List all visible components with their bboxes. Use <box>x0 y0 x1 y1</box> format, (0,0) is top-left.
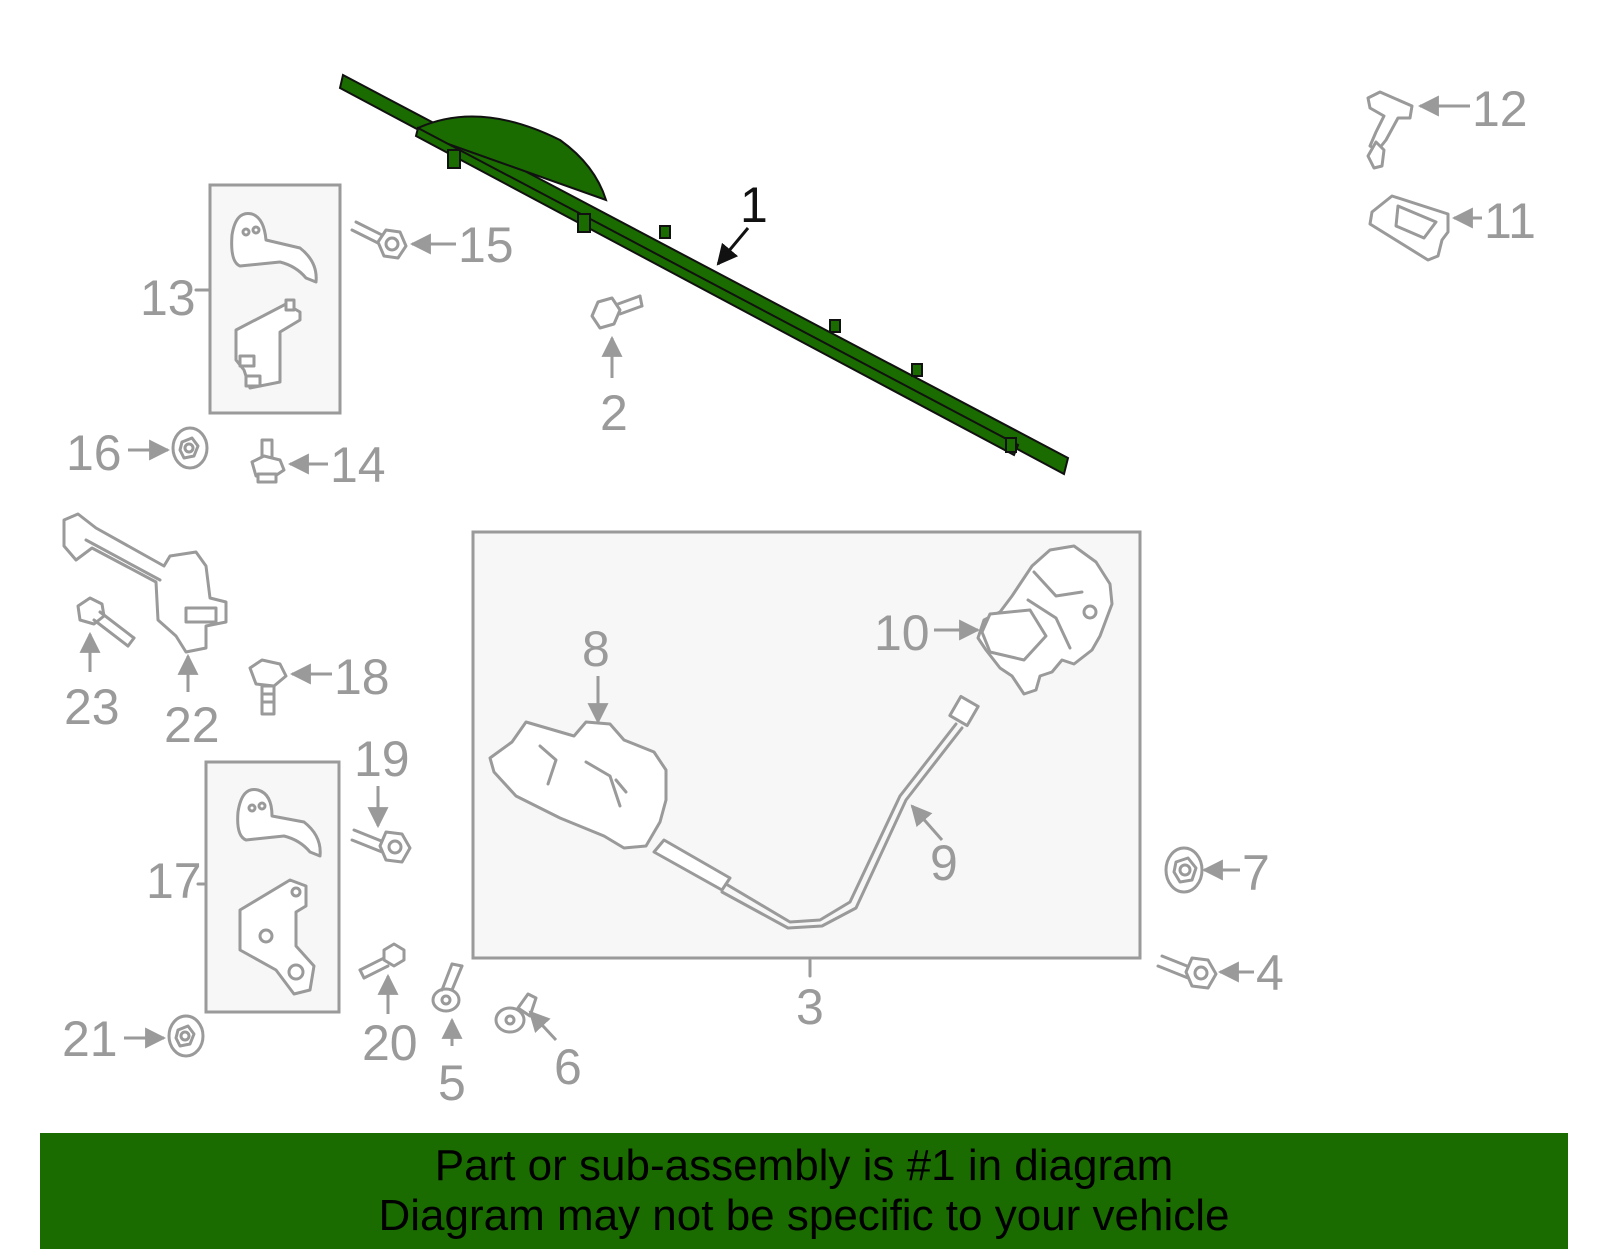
part-13-lower-hinge[interactable] <box>234 298 302 390</box>
callout-7: 7 <box>1242 845 1270 901</box>
callout-20: 20 <box>362 1015 418 1071</box>
callout-1: 1 <box>740 177 768 233</box>
part-10-latch[interactable] <box>976 544 1114 696</box>
callout-23: 23 <box>64 679 120 735</box>
callout-3: 3 <box>796 979 824 1035</box>
callout-1-arrow <box>716 227 750 266</box>
part-20-bolt[interactable] <box>358 942 406 980</box>
callout-18: 18 <box>334 649 390 705</box>
callout-22: 22 <box>164 697 220 753</box>
callout-6-arrow <box>528 1010 558 1042</box>
callout-13: 13 <box>140 270 196 326</box>
part-13-upper-hinge[interactable] <box>230 211 318 284</box>
part-5-screw[interactable] <box>431 962 464 1013</box>
callout-5: 5 <box>438 1055 466 1111</box>
part-7-nut[interactable] <box>1164 846 1204 894</box>
callout-9: 9 <box>930 835 958 891</box>
callout-17: 17 <box>146 853 202 909</box>
part-21-nut[interactable] <box>167 1014 205 1058</box>
disclaimer-banner: Part or sub-assembly is #1 in diagram Di… <box>40 1133 1568 1249</box>
callout-2: 2 <box>600 385 628 441</box>
callout-9-arrow <box>910 804 944 841</box>
callout-6: 6 <box>554 1039 582 1095</box>
part-19-bolt[interactable] <box>350 828 412 864</box>
box-17-hinge-set <box>204 760 341 1014</box>
part-17-upper-hinge[interactable] <box>236 787 322 858</box>
part-22-check-arm[interactable] <box>62 512 228 654</box>
part-4-bolt[interactable] <box>1156 954 1218 990</box>
callout-19: 19 <box>354 731 410 787</box>
callout-10: 10 <box>874 605 930 661</box>
part-14-stud[interactable] <box>250 438 286 484</box>
callout-16: 16 <box>66 425 122 481</box>
part-18-bolt[interactable] <box>248 658 288 716</box>
callout-14: 14 <box>330 437 386 493</box>
part-17-lower-hinge[interactable] <box>238 878 316 996</box>
part-15-bolt[interactable] <box>350 220 408 260</box>
part-11-clip[interactable] <box>1368 194 1450 262</box>
part-9-cable[interactable] <box>652 694 980 930</box>
callout-21: 21 <box>62 1011 118 1067</box>
callout-11: 11 <box>1484 193 1536 249</box>
callout-12: 12 <box>1472 81 1528 137</box>
part-23-bolt[interactable] <box>76 596 136 648</box>
part-2-bolt[interactable] <box>590 294 644 330</box>
callout-15: 15 <box>458 217 514 273</box>
banner-line-1: Part or sub-assembly is #1 in diagram <box>434 1141 1174 1190</box>
banner-line-2: Diagram may not be specific to your vehi… <box>378 1191 1230 1240</box>
part-8-handle[interactable] <box>488 720 668 850</box>
part-1-rail[interactable] <box>338 73 1070 476</box>
callout-8: 8 <box>582 621 610 677</box>
part-16-nut[interactable] <box>171 426 209 470</box>
callout-4: 4 <box>1256 945 1284 1001</box>
part-12-pin[interactable] <box>1366 90 1414 170</box>
